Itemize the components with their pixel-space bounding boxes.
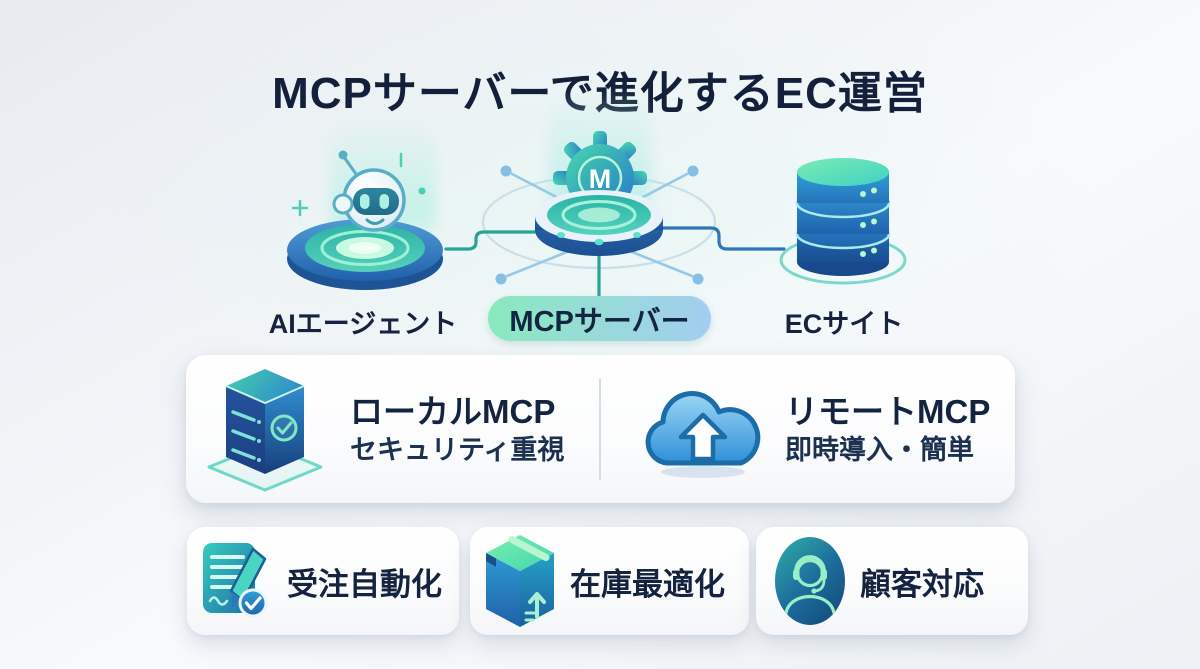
mcp-server-pill: MCPサーバー (488, 296, 711, 341)
remote-mcp-section: リモートMCP 即時導入・簡単 (601, 379, 990, 479)
inventory-box-icon (486, 535, 554, 627)
database-icon (779, 158, 907, 285)
feature-label: 在庫最適化 (570, 566, 725, 602)
feature-card-inventory: 在庫最適化 (470, 527, 749, 635)
ai-robot-icon (287, 150, 443, 290)
feature-card-order: 受注自動化 (187, 527, 459, 635)
sparkle-icon (291, 152, 403, 217)
remote-mcp-subtitle: 即時導入・簡単 (785, 434, 974, 465)
order-document-icon (203, 543, 268, 618)
local-mcp-title: ローカルMCP (350, 392, 556, 430)
ai-agent-label: AIエージェント (268, 309, 458, 339)
feature-label: 顧客対応 (860, 566, 984, 602)
server-platform-icon (535, 190, 663, 256)
server-tower-icon (207, 369, 323, 492)
local-mcp-subtitle: セキュリティ重視 (350, 434, 565, 465)
local-mcp-section: ローカルMCP セキュリティ重視 (186, 364, 599, 494)
cloud-upload-icon (645, 391, 761, 478)
remote-mcp-title: リモートMCP (785, 392, 991, 430)
ec-site-label: ECサイト (784, 309, 904, 339)
feature-card-support: 顧客対応 (756, 527, 1028, 635)
feature-label: 受注自動化 (287, 566, 442, 602)
vertical-divider (599, 378, 601, 480)
mcp-comparison-card: ローカルMCP セキュリティ重視 リモートMCP 即時導入・簡単 (186, 355, 1015, 503)
customer-support-icon (775, 537, 845, 625)
